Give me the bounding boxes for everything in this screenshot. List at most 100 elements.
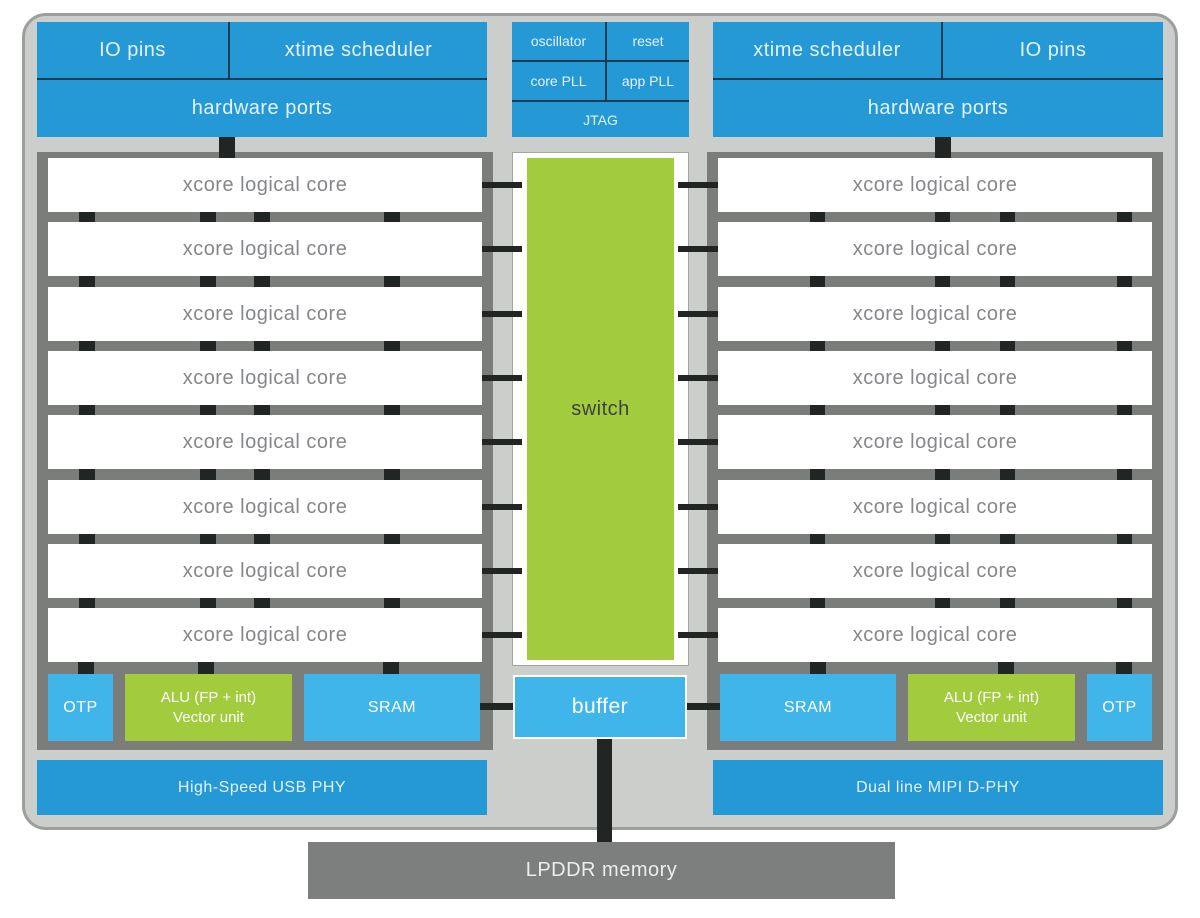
- core-link-stub: [1000, 534, 1015, 544]
- io-pins-block-right: IO pins: [943, 22, 1163, 78]
- sram-block-left: SRAM: [304, 674, 480, 741]
- ports-to-tile-stub: [935, 137, 951, 158]
- core-switch-link: [678, 504, 718, 510]
- reset-label: reset: [632, 33, 664, 49]
- core-link-stub: [384, 405, 400, 415]
- mipi-phy-label: Dual line MIPI D-PHY: [856, 778, 1020, 796]
- core-link-stub: [1000, 405, 1015, 415]
- core-link-stub: [935, 469, 950, 480]
- core-switch-link: [482, 375, 522, 381]
- xcore-core-label: xcore logical core: [182, 173, 348, 196]
- buffer-lpddr-link: [597, 739, 612, 842]
- xcore-core-label: xcore logical core: [852, 495, 1018, 518]
- core-link-stub: [79, 598, 95, 608]
- xcore-core-label: xcore logical core: [852, 559, 1018, 582]
- xcore-logical-core-row: xcore logical core: [48, 287, 482, 341]
- core-link-stub: [1117, 276, 1132, 287]
- xcore-core-label: xcore logical core: [182, 559, 348, 582]
- core-link-stub: [384, 212, 400, 222]
- sram-label: SRAM: [367, 698, 417, 716]
- core-switch-link: [482, 568, 522, 574]
- xcore-core-label: xcore logical core: [852, 430, 1018, 453]
- jtag-label: JTAG: [583, 111, 618, 128]
- core-switch-link: [678, 632, 718, 638]
- core-link-stub: [1117, 405, 1132, 415]
- xcore-core-label: xcore logical core: [852, 302, 1018, 325]
- xtime-scheduler-block-right: xtime scheduler: [713, 22, 941, 78]
- otp-block-right: OTP: [1087, 674, 1152, 741]
- core-link-stub: [79, 341, 95, 351]
- io-pins-block-left: IO pins: [37, 22, 228, 78]
- core-link-stub: [1117, 598, 1132, 608]
- core-link-stub: [810, 598, 825, 608]
- core-switch-link: [482, 182, 522, 188]
- oscillator-block: oscillator: [512, 22, 605, 60]
- row-to-memory-stub: [998, 662, 1014, 674]
- xcore-core-label: xcore logical core: [182, 430, 348, 453]
- row-to-memory-stub: [383, 662, 399, 674]
- core-link-stub: [254, 598, 270, 608]
- core-link-stub: [384, 534, 400, 544]
- core-switch-link: [678, 182, 718, 188]
- otp-label: OTP: [1102, 698, 1137, 716]
- core-link-stub: [79, 534, 95, 544]
- core-link-stub: [810, 405, 825, 415]
- xtime-scheduler-block-left: xtime scheduler: [230, 22, 487, 78]
- core-link-stub: [810, 212, 825, 222]
- xcore-core-label: xcore logical core: [182, 302, 348, 325]
- xcore-logical-core-row: xcore logical core: [48, 608, 482, 662]
- app-pll-block: app PLL: [607, 62, 689, 100]
- core-link-stub: [1000, 469, 1015, 480]
- xcore-logical-core-row: xcore logical core: [718, 287, 1152, 341]
- core-link-stub: [384, 341, 400, 351]
- oscillator-label: oscillator: [530, 33, 587, 49]
- sram-label: SRAM: [783, 698, 833, 716]
- xcore-logical-core-row: xcore logical core: [718, 608, 1152, 662]
- xcore-logical-core-row: xcore logical core: [718, 480, 1152, 534]
- core-link-stub: [79, 276, 95, 287]
- core-link-stub: [1000, 276, 1015, 287]
- core-switch-link: [678, 439, 718, 445]
- core-link-stub: [200, 598, 216, 608]
- xcore-core-label: xcore logical core: [182, 366, 348, 389]
- xcore-core-label: xcore logical core: [182, 623, 348, 646]
- usb-phy-block: High-Speed USB PHY: [37, 760, 487, 815]
- usb-phy-label: High-Speed USB PHY: [177, 778, 347, 796]
- row-to-memory-stub: [1116, 662, 1132, 674]
- core-link-stub: [254, 212, 270, 222]
- row-to-memory-stub: [198, 662, 214, 674]
- core-link-stub: [200, 341, 216, 351]
- mipi-phy-block: Dual line MIPI D-PHY: [713, 760, 1163, 815]
- core-link-stub: [384, 276, 400, 287]
- clock-debug-group: oscillator reset core PLL app PLL JTAG: [512, 22, 689, 137]
- core-link-stub: [200, 212, 216, 222]
- core-link-stub: [254, 534, 270, 544]
- xtime-scheduler-label: xtime scheduler: [753, 38, 901, 61]
- xcore-logical-core-row: xcore logical core: [48, 158, 482, 212]
- core-link-stub: [935, 405, 950, 415]
- core-link-stub: [254, 405, 270, 415]
- core-link-stub: [79, 469, 95, 480]
- core-pll-block: core PLL: [512, 62, 605, 100]
- core-switch-link: [678, 375, 718, 381]
- switch-block: switch: [527, 158, 674, 660]
- xcore-logical-core-row: xcore logical core: [48, 544, 482, 598]
- top-left-io-group: IO pins xtime scheduler hardware ports: [37, 22, 487, 137]
- xcore-logical-core-row: xcore logical core: [718, 158, 1152, 212]
- row-to-memory-stub: [78, 662, 94, 674]
- alu-vector-block-left: ALU (FP + int) Vector unit: [125, 674, 292, 741]
- io-pins-label: IO pins: [1019, 38, 1087, 61]
- otp-block-left: OTP: [48, 674, 113, 741]
- core-link-stub: [810, 276, 825, 287]
- core-link-stub: [1000, 341, 1015, 351]
- core-link-stub: [810, 534, 825, 544]
- xcore-core-label: xcore logical core: [852, 366, 1018, 389]
- right-xcore-tile: xcore logical core xcore logical core xc…: [707, 152, 1163, 750]
- core-link-stub: [254, 341, 270, 351]
- sram-buffer-link: [480, 703, 513, 710]
- xcore-logical-core-row: xcore logical core: [718, 415, 1152, 469]
- xcore-logical-core-row: xcore logical core: [718, 351, 1152, 405]
- alu-vector-block-right: ALU (FP + int) Vector unit: [908, 674, 1075, 741]
- core-switch-link: [482, 504, 522, 510]
